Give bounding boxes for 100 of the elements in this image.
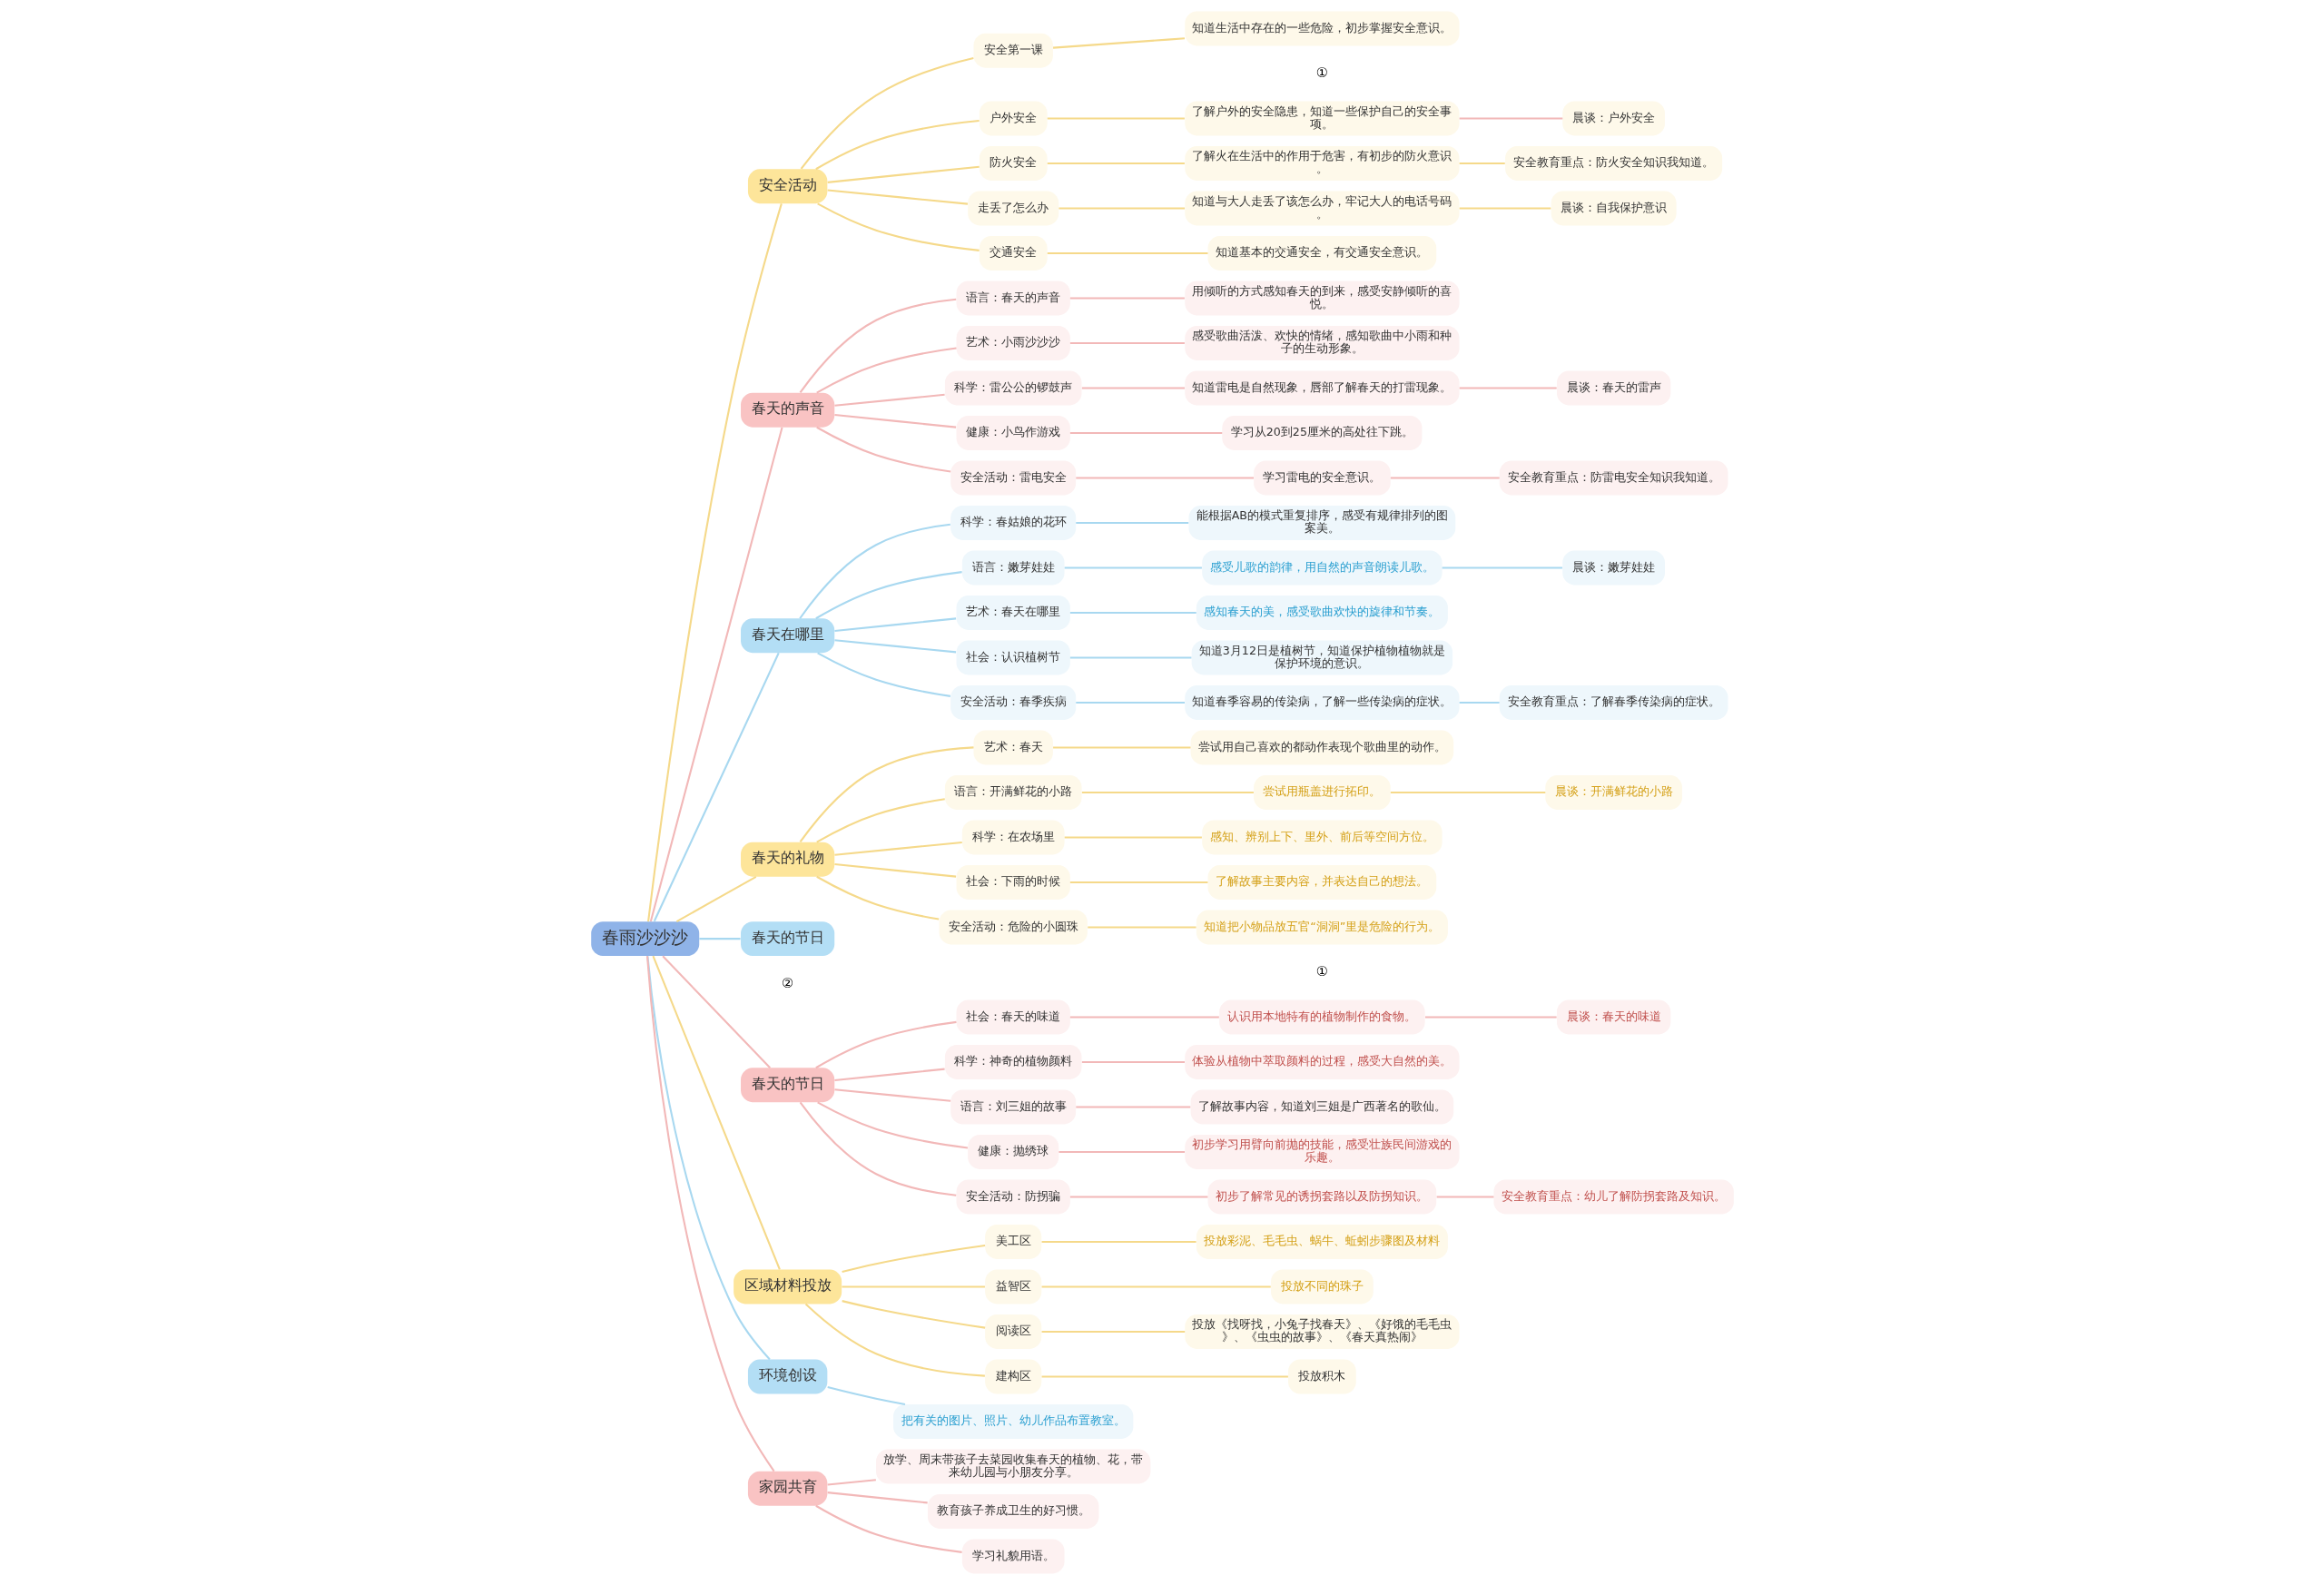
connector [653,652,780,922]
connector [1081,1060,1185,1064]
node-box: 语言：刘三姐的故事 [950,1089,1076,1125]
node-box: 安全活动：雷电安全 [950,460,1076,496]
connector [1436,1196,1493,1198]
node-box: 科学：雷公公的锣鼓声 [944,370,1081,406]
node-box: 区域材料投放 [733,1269,842,1304]
connector [1390,477,1500,479]
node-box: 安全教育重点：幼儿了解防拐套路及知识。 [1492,1179,1734,1215]
connector [841,1244,985,1274]
connector [1047,117,1185,120]
connector [833,393,945,407]
node-box: 放学、周末带孩子去菜园收集春天的植物、花，带来幼儿园与小朋友分享。 [875,1449,1150,1484]
connector [814,1020,957,1069]
connector [1081,387,1185,389]
connector [1052,37,1185,49]
node-box: 社会：认识植树节 [956,640,1070,675]
node-box: 安全活动：防拐骗 [956,1179,1070,1215]
connector [1459,387,1557,389]
node-box: 语言：嫩芽娃娃 [961,550,1065,586]
node-box: 了解故事内容，知道刘三姐是广西著名的歌仙。 [1190,1089,1453,1125]
connector [815,798,945,843]
connector [827,1491,928,1504]
node-box: 感受儿歌的韵律，用自然的声音朗读儿歌。 [1201,550,1443,586]
connector [649,427,783,922]
node-box: 健康：抛绣球 [967,1135,1059,1169]
node-box: 语言：开满鲜花的小路 [944,775,1081,810]
connector [1069,1196,1207,1198]
connector [1069,1016,1219,1019]
node-box: 初步了解常见的诱拐套路以及防拐知识。 [1207,1179,1436,1215]
connector [798,523,950,619]
node-box: 学习从20到25厘米的高处往下跳。 [1221,416,1422,450]
node-box: 安全活动：春季疾病 [950,685,1076,720]
connector [833,617,956,633]
node-box: 走丢了怎么办 [967,191,1059,226]
node-box: 语言：春天的声音 [956,281,1070,316]
connector [827,1479,876,1486]
connector [1041,1375,1288,1378]
node-box: 美工区 [984,1225,1041,1259]
connector [661,955,771,1068]
connector [1459,117,1562,120]
connector [833,841,962,856]
connector [1075,477,1254,479]
node-box: 安全第一课 [973,33,1053,68]
node-box: 晨谈：春天的雷声 [1556,370,1670,406]
node-box: 了解户外的安全隐患，知道一些保护自己的安全事项。 [1184,101,1459,136]
connector [799,746,974,843]
connector [1081,791,1254,794]
connector [1459,162,1505,165]
node-box: 建构区 [984,1359,1041,1394]
connector [815,875,939,920]
connector [1064,566,1202,569]
connector [833,639,956,654]
node-box: 感知春天的美，感受歌曲欢快的旋律和节奏。 [1196,596,1448,630]
connector [816,1101,968,1149]
connector [1442,566,1562,569]
connector [645,956,771,1361]
node-box: 体验从植物中萃取颜料的过程，感受大自然的美。 [1184,1045,1459,1079]
node-box: 用倾听的方式感知春天的到来，感受安静倾听的喜悦。 [1184,281,1459,316]
node-label: ① [1315,64,1328,80]
node-box: 艺术：春天 [973,730,1053,765]
node-box: 户外安全 [979,101,1048,136]
node-box: 知道生活中存在的一些危险，初步掌握安全意识。 [1184,11,1459,46]
connector [833,1088,950,1102]
node-box: 把有关的图片、照片、幼儿作品布置教室。 [892,1404,1133,1439]
connector [1041,1330,1185,1334]
node-box: 春天的声音 [740,392,834,428]
connector [1069,431,1222,435]
connector [1069,297,1185,300]
node-box: 感知、辨别上下、里外、前后等空间方位。 [1201,820,1443,855]
node-box: 安全教育重点：防火安全知识我知道。 [1504,146,1722,181]
node-box: 学习雷电的安全意识。 [1253,460,1391,496]
node-box: 安全教育重点：了解春季传染病的症状。 [1499,685,1728,720]
node-box: 晨谈：户外安全 [1561,101,1665,136]
node-box: 了解故事主要内容，并表达自己的想法。 [1207,865,1436,900]
node-box: 知道把小物品放五官“洞洞”里是危险的行为。 [1196,910,1448,945]
connector [800,57,974,170]
connector [827,189,968,205]
node-box: 投放不同的珠子 [1270,1269,1374,1304]
connector [814,120,980,171]
connector [1069,881,1207,884]
connector [1459,207,1551,210]
node-box: 社会：春天的味道 [956,999,1070,1035]
node-box: 晨谈：春天的味道 [1556,999,1670,1035]
connector [1069,656,1191,659]
connector [814,571,962,620]
connector [1064,836,1202,839]
node-box: 环境创设 [747,1359,827,1394]
node-box: 晨谈：自我保护意识 [1551,191,1677,226]
node-box: 教育孩子养成卫生的好习惯。 [927,1494,1098,1529]
node-box: 能根据AB的模式重复排序，感受有规律排列的图案美。 [1187,506,1455,540]
connector [698,938,741,940]
node-box: 艺术：春天在哪里 [956,596,1070,630]
node-box: 投放《找呀找，小兔子找春天》、《好饿的毛毛虫》、《虫虫的故事》、《春天真热闹》 [1184,1314,1459,1349]
connector [1069,611,1196,615]
node-box: 安全活动 [747,169,827,204]
node-box: 益智区 [984,1269,1041,1304]
connector [1047,251,1207,255]
connector [1459,701,1500,704]
connector [1075,701,1185,704]
